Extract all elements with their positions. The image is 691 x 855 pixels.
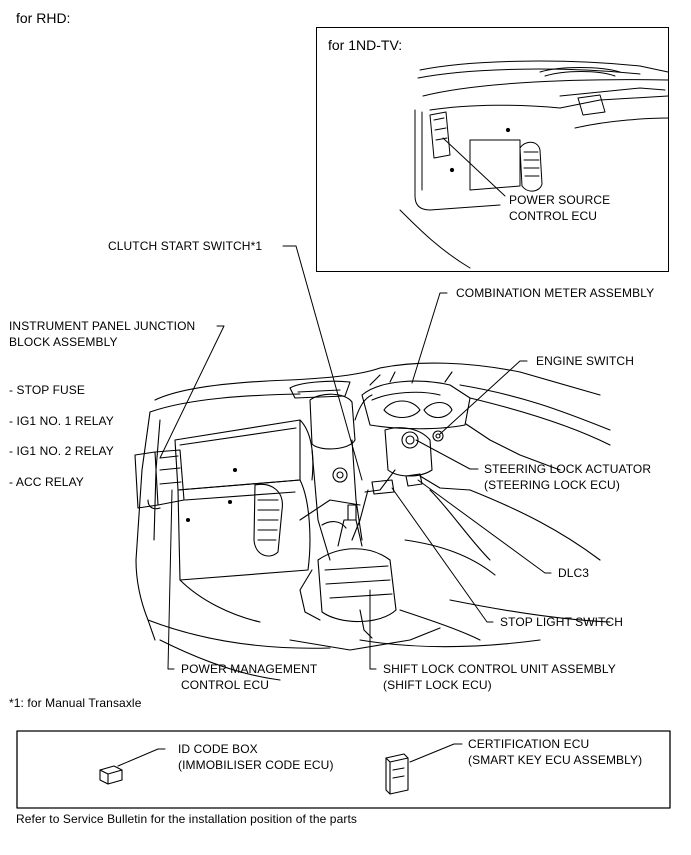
stop-light-switch-label: STOP LIGHT SWITCH	[500, 615, 624, 629]
inset-box	[316, 27, 669, 272]
main-dashboard	[134, 362, 611, 681]
engine-switch-label: ENGINE SWITCH	[536, 354, 634, 368]
power-management-label: POWER MANAGEMENT	[181, 662, 318, 676]
steering-lock-label: STEERING LOCK ACTUATOR	[484, 462, 652, 476]
certification-ecu-part	[385, 753, 409, 795]
clutch-start-switch-label: CLUTCH START SWITCH*1	[108, 239, 263, 253]
certification-ecu-label: CERTIFICATION ECU	[468, 737, 590, 751]
footnote: *1: for Manual Transaxle	[9, 696, 142, 710]
id-code-box-part	[99, 765, 123, 785]
junction-item: - ACC RELAY	[9, 475, 84, 489]
junction-item: - STOP FUSE	[9, 383, 86, 397]
inset-title: for 1ND-TV:	[328, 37, 403, 53]
power-source-ecu-label: POWER SOURCE	[509, 193, 611, 207]
id-code-box-label: ID CODE BOX	[178, 742, 258, 756]
page-title: for RHD:	[16, 10, 71, 26]
ip-junction-block-label: INSTRUMENT PANEL JUNCTION	[9, 319, 196, 333]
shift-lock-label-2: (SHIFT LOCK ECU)	[383, 678, 492, 692]
shift-lock-label: SHIFT LOCK CONTROL UNIT ASSEMBLY	[383, 662, 616, 676]
power-source-ecu-label-2: CONTROL ECU	[509, 209, 597, 223]
combination-meter-label: COMBINATION METER ASSEMBLY	[456, 286, 655, 300]
certification-ecu-label-2: (SMART KEY ECU ASSEMBLY)	[468, 753, 643, 767]
id-code-box-label-2: (IMMOBILISER CODE ECU)	[178, 758, 334, 772]
steering-lock-label-2: (STEERING LOCK ECU)	[484, 478, 620, 492]
bottom-note: Refer to Service Bulletin for the instal…	[16, 812, 357, 826]
inset-dashboard	[399, 60, 669, 269]
junction-item: - IG1 NO. 1 RELAY	[9, 414, 114, 428]
dlc3-label: DLC3	[558, 566, 590, 580]
leader-lines	[117, 245, 552, 767]
junction-item: - IG1 NO. 2 RELAY	[9, 444, 114, 458]
legend-box	[16, 730, 671, 809]
power-management-label-2: CONTROL ECU	[181, 678, 269, 692]
ip-junction-block-label-2: BLOCK ASSEMBLY	[9, 335, 118, 349]
